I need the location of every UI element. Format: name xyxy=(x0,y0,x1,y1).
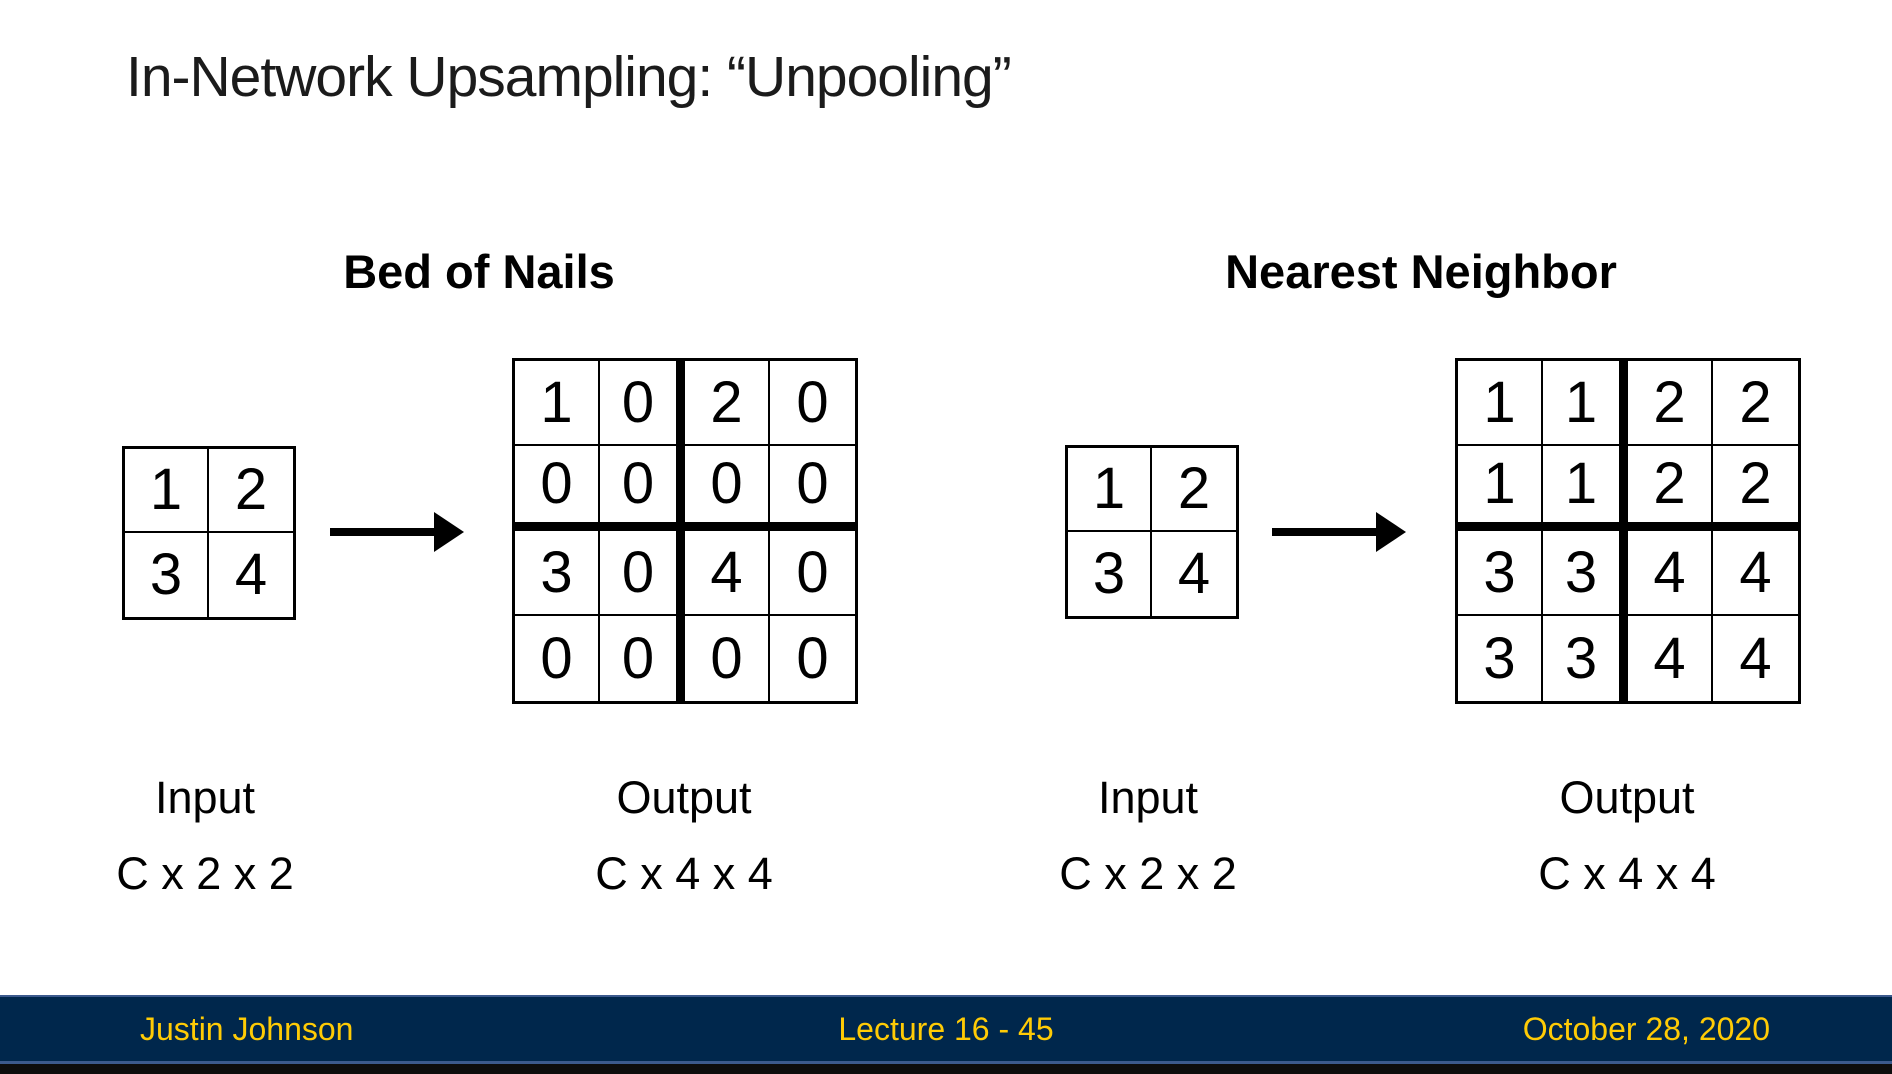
arrow-head xyxy=(1376,512,1406,552)
right-arrow-icon xyxy=(1272,512,1406,552)
grid-cell: 1 xyxy=(1543,446,1628,531)
grid-cell: 2 xyxy=(209,449,293,533)
grid-cell: 4 xyxy=(1628,531,1713,616)
slide-bottom-edge xyxy=(0,1064,1892,1074)
section-heading-bed-of-nails: Bed of Nails xyxy=(343,245,615,298)
grid-cell: 0 xyxy=(685,616,770,701)
grid-cell: 1 xyxy=(1068,448,1152,532)
arrow-shaft xyxy=(330,528,438,536)
footer-lecture-number: Lecture 16 - 45 xyxy=(838,1010,1054,1047)
grid-cell: 4 xyxy=(1713,531,1798,616)
footer-accent-line xyxy=(0,995,1892,997)
grid-cell: 1 xyxy=(125,449,209,533)
grid-cell: 1 xyxy=(1458,361,1543,446)
grid-cell: 4 xyxy=(1177,541,1211,606)
input-shape-label: Input C x 2 x 2 xyxy=(1059,760,1237,912)
grid-cell: 0 xyxy=(600,446,685,531)
grid-cell: 3 xyxy=(125,533,209,617)
input-label-line: Input xyxy=(1097,772,1199,823)
grid-cell: 0 xyxy=(770,361,855,446)
grid-cell: 1 xyxy=(515,361,600,446)
grid-cell: 0 xyxy=(770,531,855,616)
page-title: In-Network Upsampling: “Unpooling” xyxy=(126,45,1012,109)
grid-cell: 4 xyxy=(234,542,268,607)
output-shape-label: Output C x 4 x 4 xyxy=(595,760,773,912)
input-label-line: Input xyxy=(154,772,256,823)
output-shape-line: C x 4 x 4 xyxy=(1538,848,1716,899)
grid-cell: 4 xyxy=(685,531,770,616)
grid-cell: 0 xyxy=(600,531,685,616)
grid-cell: 0 xyxy=(600,361,685,446)
grid-cell: 3 xyxy=(1543,531,1628,616)
footer-bar: Justin Johnson Lecture 16 - 45 October 2… xyxy=(0,997,1892,1061)
input-shape-line: C x 2 x 2 xyxy=(116,848,294,899)
grid-cell: 0 xyxy=(515,616,600,701)
grid-cell: 2 xyxy=(1628,361,1713,446)
output-shape-line: C x 4 x 4 xyxy=(595,848,773,899)
grid-cell: 2 xyxy=(685,361,770,446)
grid-cell: 0 xyxy=(600,616,685,701)
footer-date: October 28, 2020 xyxy=(1522,1010,1770,1047)
grid-cell: 2 xyxy=(1713,361,1798,446)
grid-cell: 1 xyxy=(1458,446,1543,531)
grid-cell: 0 xyxy=(685,446,770,531)
footer-accent-line xyxy=(0,1061,1892,1064)
arrow-head xyxy=(434,512,464,552)
grid-cell: 3 xyxy=(515,531,600,616)
grid-cell: 0 xyxy=(515,446,600,531)
input-shape-label: Input C x 2 x 2 xyxy=(116,760,294,912)
grid-cell: 0 xyxy=(770,446,855,531)
grid-cell: 4 xyxy=(1739,625,1772,691)
grid-cell: 3 xyxy=(1458,616,1543,701)
right-arrow-icon xyxy=(330,512,464,552)
grid-cell: 2 xyxy=(1713,446,1798,531)
output-shape-label: Output C x 4 x 4 xyxy=(1538,760,1716,912)
output-label-line: Output xyxy=(616,772,752,823)
footer-author: Justin Johnson xyxy=(140,1010,354,1047)
grid-cell: 3 xyxy=(1068,532,1152,616)
arrow-shaft xyxy=(1272,528,1380,536)
grid-cell: 0 xyxy=(796,625,829,691)
grid-cell: 3 xyxy=(1543,616,1628,701)
input-shape-line: C x 2 x 2 xyxy=(1059,848,1237,899)
section-heading-nearest-neighbor: Nearest Neighbor xyxy=(1225,245,1617,298)
grid-cell: 1 xyxy=(1543,361,1628,446)
grid-cell: 2 xyxy=(1152,448,1236,532)
output-label-line: Output xyxy=(1559,772,1695,823)
grid-cell: 2 xyxy=(1628,446,1713,531)
grid-cell: 4 xyxy=(1628,616,1713,701)
grid-cell: 3 xyxy=(1458,531,1543,616)
